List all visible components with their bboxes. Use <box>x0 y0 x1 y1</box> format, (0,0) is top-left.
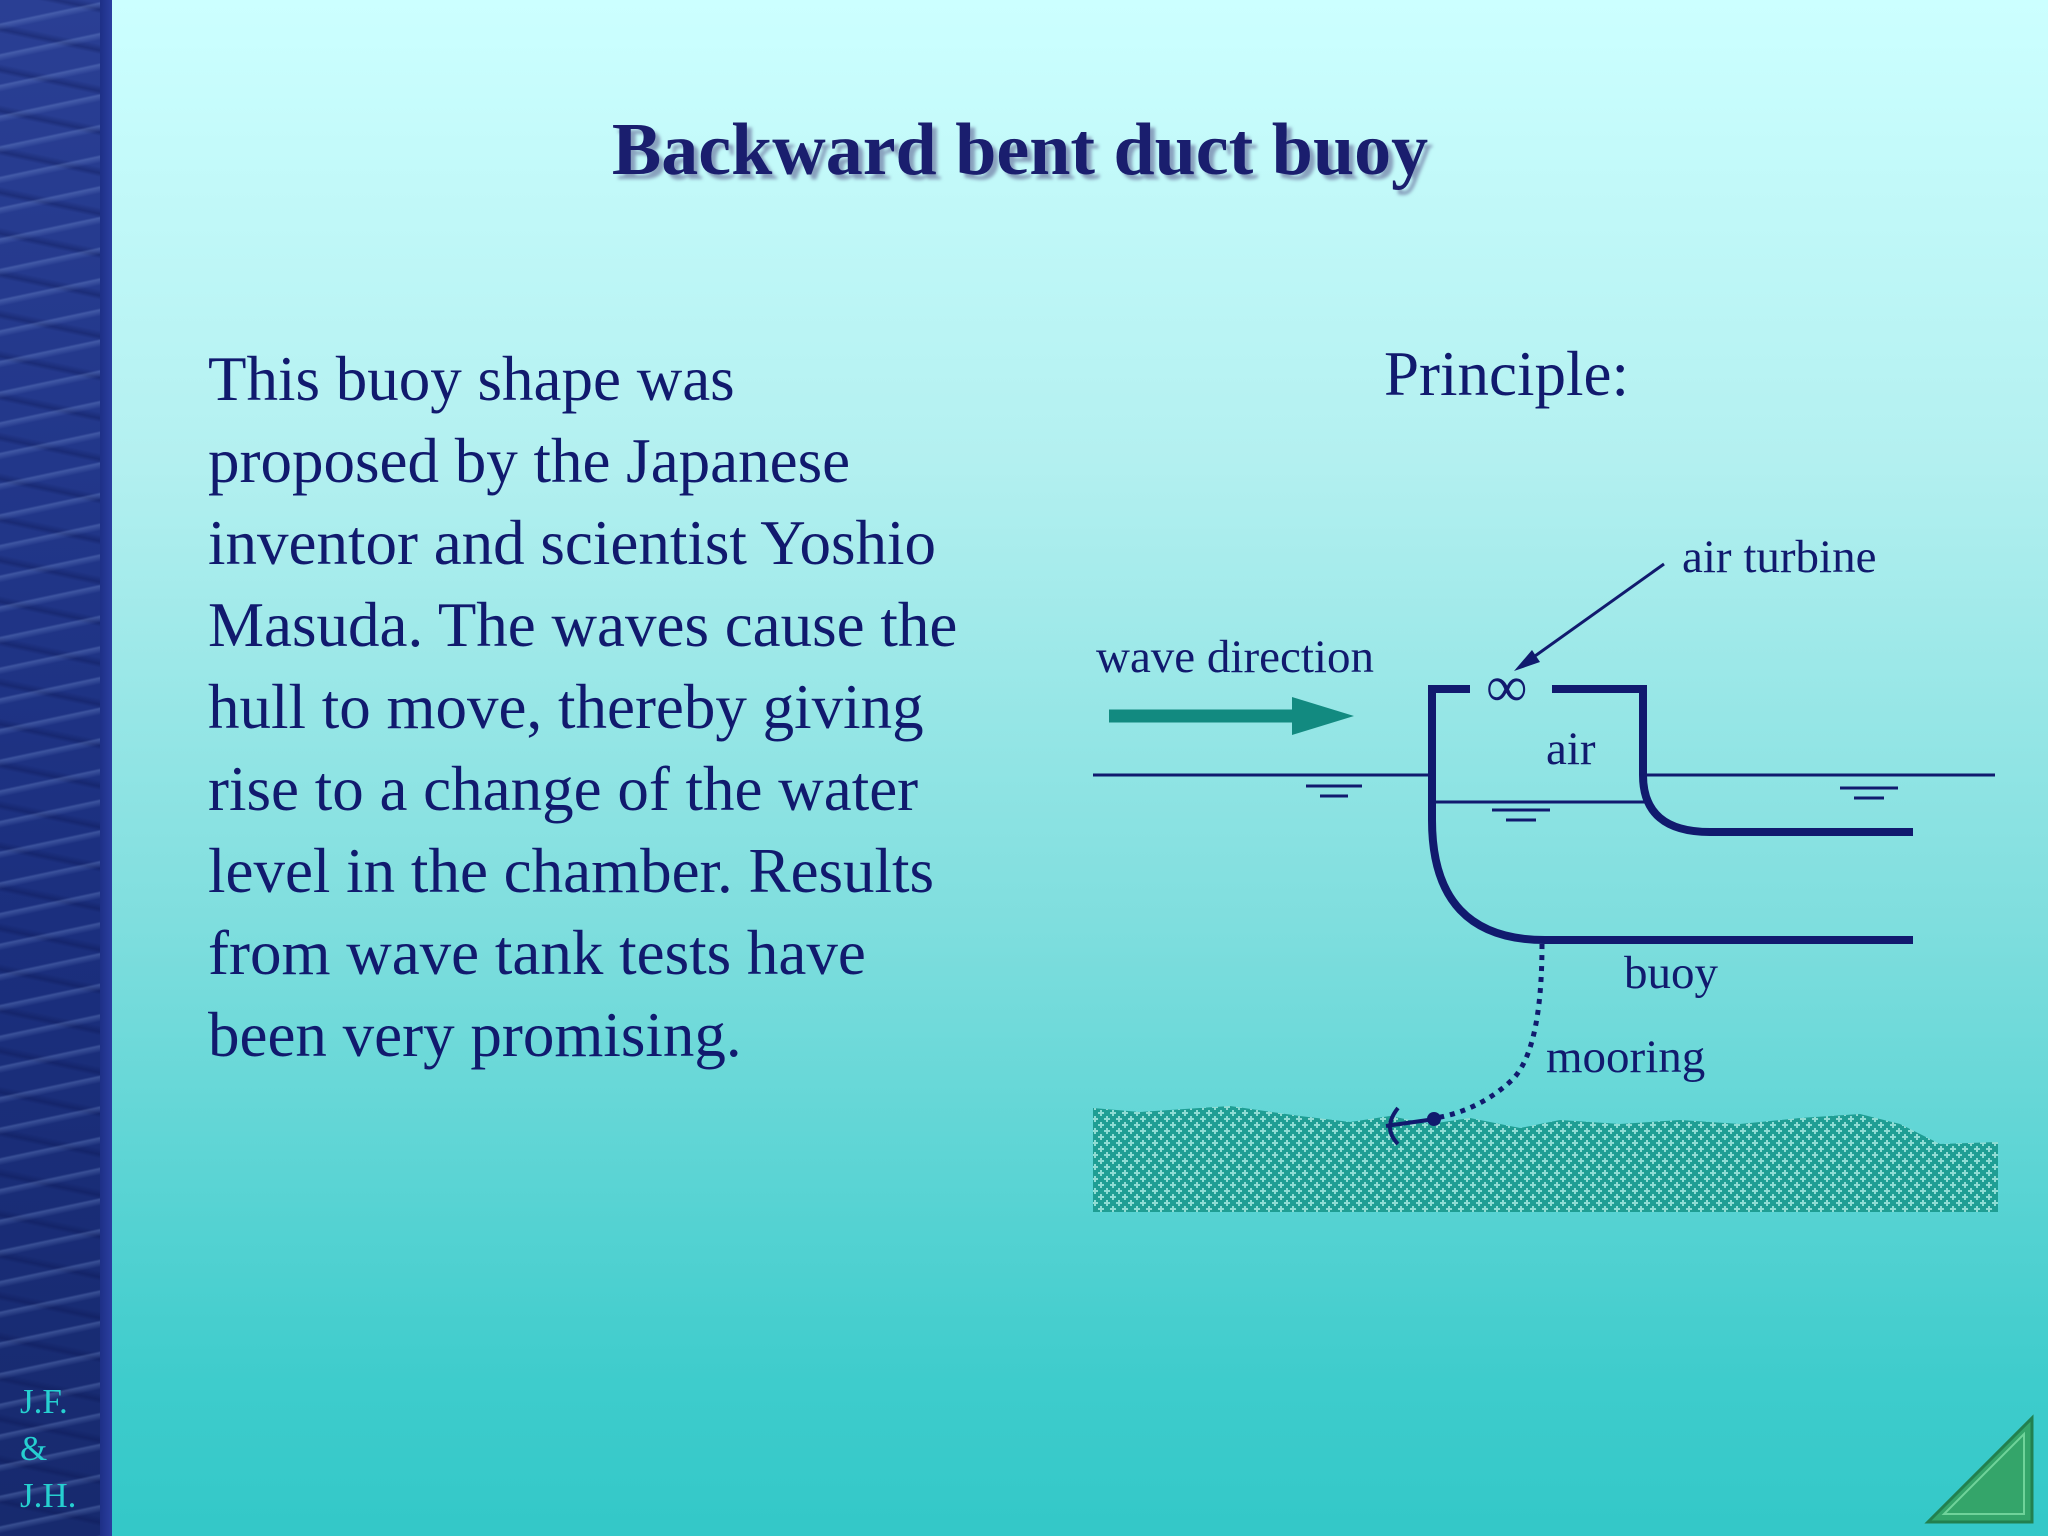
buoy-duct-inner <box>1552 685 1913 836</box>
wave-direction-arrow-head <box>1292 697 1354 735</box>
body-line: inventor and scientist Yoshio <box>208 508 937 578</box>
body-line: This buoy shape was <box>208 344 735 414</box>
buoy-hull <box>1428 685 1913 944</box>
body-line: level in the chamber. Results <box>208 836 935 906</box>
air-turbine-label: air turbine <box>1682 531 1876 583</box>
anchor-icon <box>1385 1106 1429 1146</box>
water-level-symbol-chamber <box>1492 808 1550 822</box>
initials-line: J.H. <box>20 1476 77 1515</box>
principle-heading: Principle: <box>1384 339 1629 409</box>
wave-direction-label: wave direction <box>1096 631 1374 683</box>
seabed <box>1093 1106 1998 1212</box>
turbine-symbol: ∞ <box>1486 654 1527 719</box>
mooring-line <box>1435 943 1545 1121</box>
body-text: This buoy shape was proposed by the Japa… <box>208 338 1068 1076</box>
slide-title-text: Backward bent duct buoy <box>611 109 1429 191</box>
author-initials: J.F. & J.H. <box>20 1378 100 1519</box>
buoy-label: buoy <box>1624 947 1719 999</box>
ocean-sidebar-image <box>0 0 100 1536</box>
water-level-symbol-left <box>1306 784 1362 798</box>
body-line: rise to a change of the water <box>208 754 919 824</box>
body-line: been very promising. <box>208 1000 742 1070</box>
initials-line: J.F. <box>20 1382 68 1421</box>
water-level-symbol-right <box>1840 786 1898 800</box>
body-line: from wave tank tests have <box>208 918 866 988</box>
air-turbine-pointer-head <box>1514 650 1540 671</box>
air-turbine-pointer <box>1527 562 1665 663</box>
next-slide-button[interactable] <box>1920 1410 2040 1530</box>
body-line: Masuda. The waves cause the <box>208 590 958 660</box>
mooring-label: mooring <box>1546 1031 1705 1083</box>
body-line: proposed by the Japanese <box>208 426 851 496</box>
sidebar-edge <box>100 0 112 1536</box>
air-label: air <box>1546 723 1596 775</box>
initials-line: & <box>20 1429 48 1468</box>
slide-title: Backward bent duct buoy <box>0 108 2048 193</box>
next-slide-triangle-icon <box>1924 1414 2034 1524</box>
body-line: hull to move, thereby giving <box>208 672 924 742</box>
anchor-point <box>1427 1112 1441 1126</box>
